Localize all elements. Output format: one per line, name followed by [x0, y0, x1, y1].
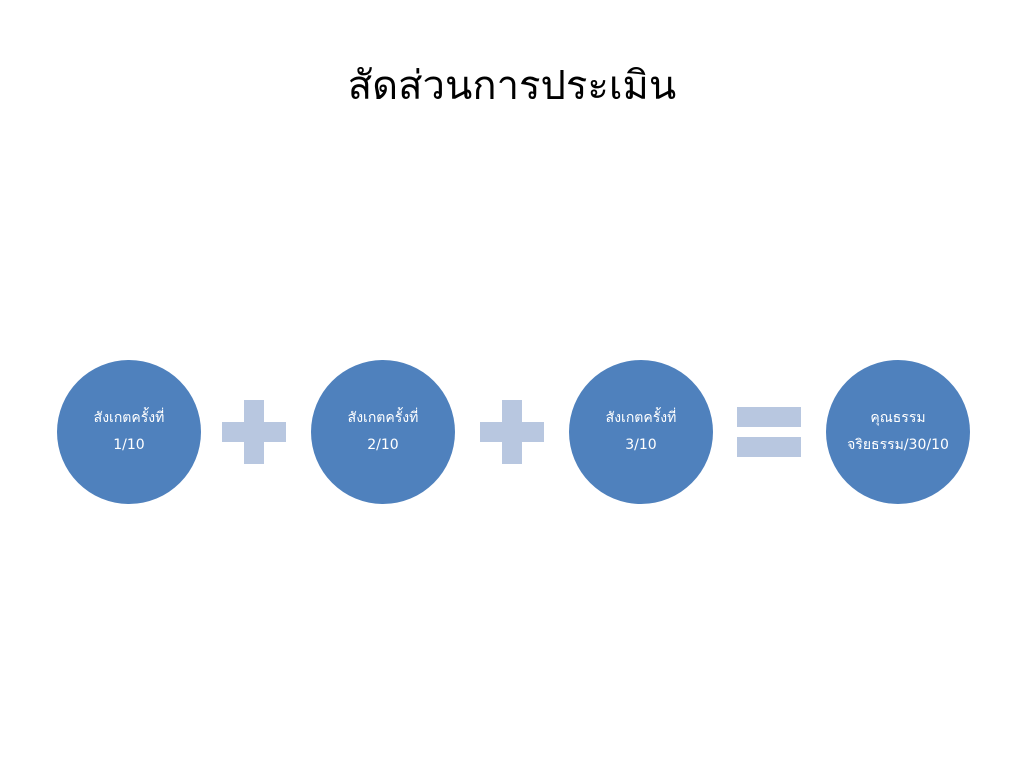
circle-label-line2: 1/10: [113, 437, 145, 453]
plus-icon: [222, 400, 286, 464]
circle-label-line1: คุณธรรม: [870, 410, 926, 427]
equals-icon: [737, 400, 801, 464]
slide-title: สัดส่วนการประเมิน: [347, 63, 677, 109]
equals-top-bar: [737, 407, 801, 427]
circle-observation-2: สังเกตครั้งที่ 2/10: [311, 360, 455, 504]
circle-label-line2: จริยธรรม/30/10: [847, 437, 949, 453]
circle-label-line1: สังเกตครั้งที่: [93, 410, 165, 427]
circle-label-line2: 3/10: [625, 437, 657, 453]
plus-vertical-bar: [502, 400, 522, 464]
plus-vertical-bar: [244, 400, 264, 464]
circle-label-line1: สังเกตครั้งที่: [347, 410, 419, 427]
equals-bottom-bar: [737, 437, 801, 457]
circle-observation-3: สังเกตครั้งที่ 3/10: [569, 360, 713, 504]
circle-observation-1: สังเกตครั้งที่ 1/10: [57, 360, 201, 504]
plus-icon: [480, 400, 544, 464]
circle-result-ethics: คุณธรรม จริยธรรม/30/10: [826, 360, 970, 504]
circle-label-line1: สังเกตครั้งที่: [605, 410, 677, 427]
circle-label-line2: 2/10: [367, 437, 399, 453]
